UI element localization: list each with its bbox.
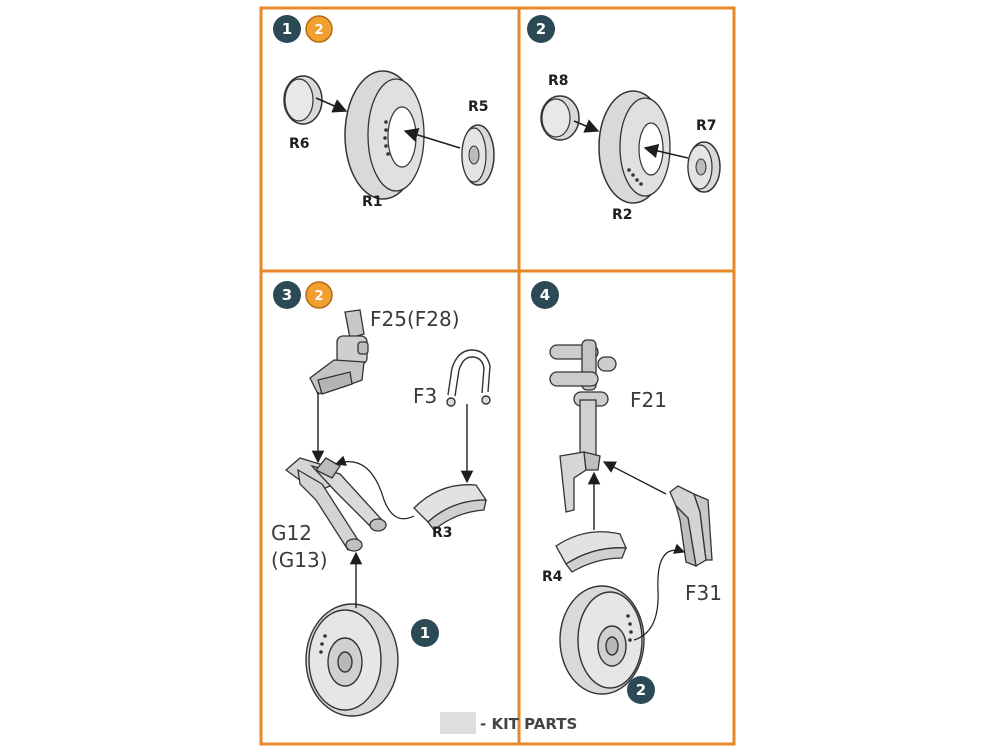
svg-text:1: 1 <box>282 20 292 38</box>
step-badge: 3 <box>273 281 301 309</box>
fork-part <box>669 485 713 568</box>
part-label: (G13) <box>271 548 328 572</box>
step-1-panel: 1 2 R <box>273 15 495 210</box>
wheel-part <box>559 585 645 695</box>
step-badge: 2 <box>527 15 555 43</box>
assembly-arrow <box>633 543 686 641</box>
svg-text:1: 1 <box>420 624 430 642</box>
fender-part <box>413 484 488 531</box>
step-4-panel: 4 <box>531 281 722 704</box>
step-badge: 1 <box>273 15 301 43</box>
step-2-panel: 2 R8 R2 R7 <box>527 15 721 223</box>
strut-part <box>549 339 617 513</box>
panel-frame <box>259 6 736 746</box>
svg-text:2: 2 <box>636 681 646 699</box>
svg-text:3: 3 <box>282 286 292 304</box>
assembly-arrow <box>334 455 415 520</box>
kit-parts-swatch <box>440 712 476 734</box>
step-reference-badge: 2 <box>627 676 655 704</box>
strut-part <box>309 309 369 395</box>
part-label: R1 <box>362 194 383 210</box>
part-label: R3 <box>432 525 453 541</box>
part-label: G12 <box>271 521 312 545</box>
hub-part <box>461 124 495 186</box>
step-3-panel: 3 2 <box>271 281 491 717</box>
part-label: R2 <box>612 207 633 223</box>
legend-label: - KIT PARTS <box>480 715 577 733</box>
part-label: R5 <box>468 99 489 115</box>
fork-part <box>284 457 387 552</box>
hub-cap-part <box>283 75 323 125</box>
assembly-arrow <box>315 97 348 113</box>
step-badge: 4 <box>531 281 559 309</box>
part-label: R4 <box>542 569 563 585</box>
svg-text:2: 2 <box>314 23 323 38</box>
part-label: F31 <box>685 581 722 605</box>
part-label: R6 <box>289 136 310 152</box>
hub-cap-part <box>540 95 580 141</box>
svg-text:2: 2 <box>314 289 323 304</box>
assembly-arrow <box>643 143 689 159</box>
tire-part <box>598 90 671 204</box>
part-label: F3 <box>413 384 437 408</box>
reference-badge: 2 <box>305 15 333 43</box>
kit-parts-legend: - KIT PARTS <box>440 712 577 734</box>
fender-part <box>555 531 628 573</box>
step-reference-badge: 1 <box>411 619 439 647</box>
reference-badge: 2 <box>305 281 333 309</box>
svg-text:4: 4 <box>540 286 550 304</box>
link-part <box>446 349 491 407</box>
assembly-arrow <box>573 119 600 133</box>
tire-part <box>344 70 425 200</box>
hub-part <box>687 141 721 193</box>
part-label: R8 <box>548 73 569 89</box>
part-label: R7 <box>696 118 717 134</box>
wheel-part <box>305 603 399 717</box>
part-label: F21 <box>630 388 667 412</box>
part-label: F25(F28) <box>370 307 460 331</box>
assembly-arrow <box>602 461 667 495</box>
assembly-arrow <box>403 127 461 149</box>
svg-text:2: 2 <box>536 20 546 38</box>
